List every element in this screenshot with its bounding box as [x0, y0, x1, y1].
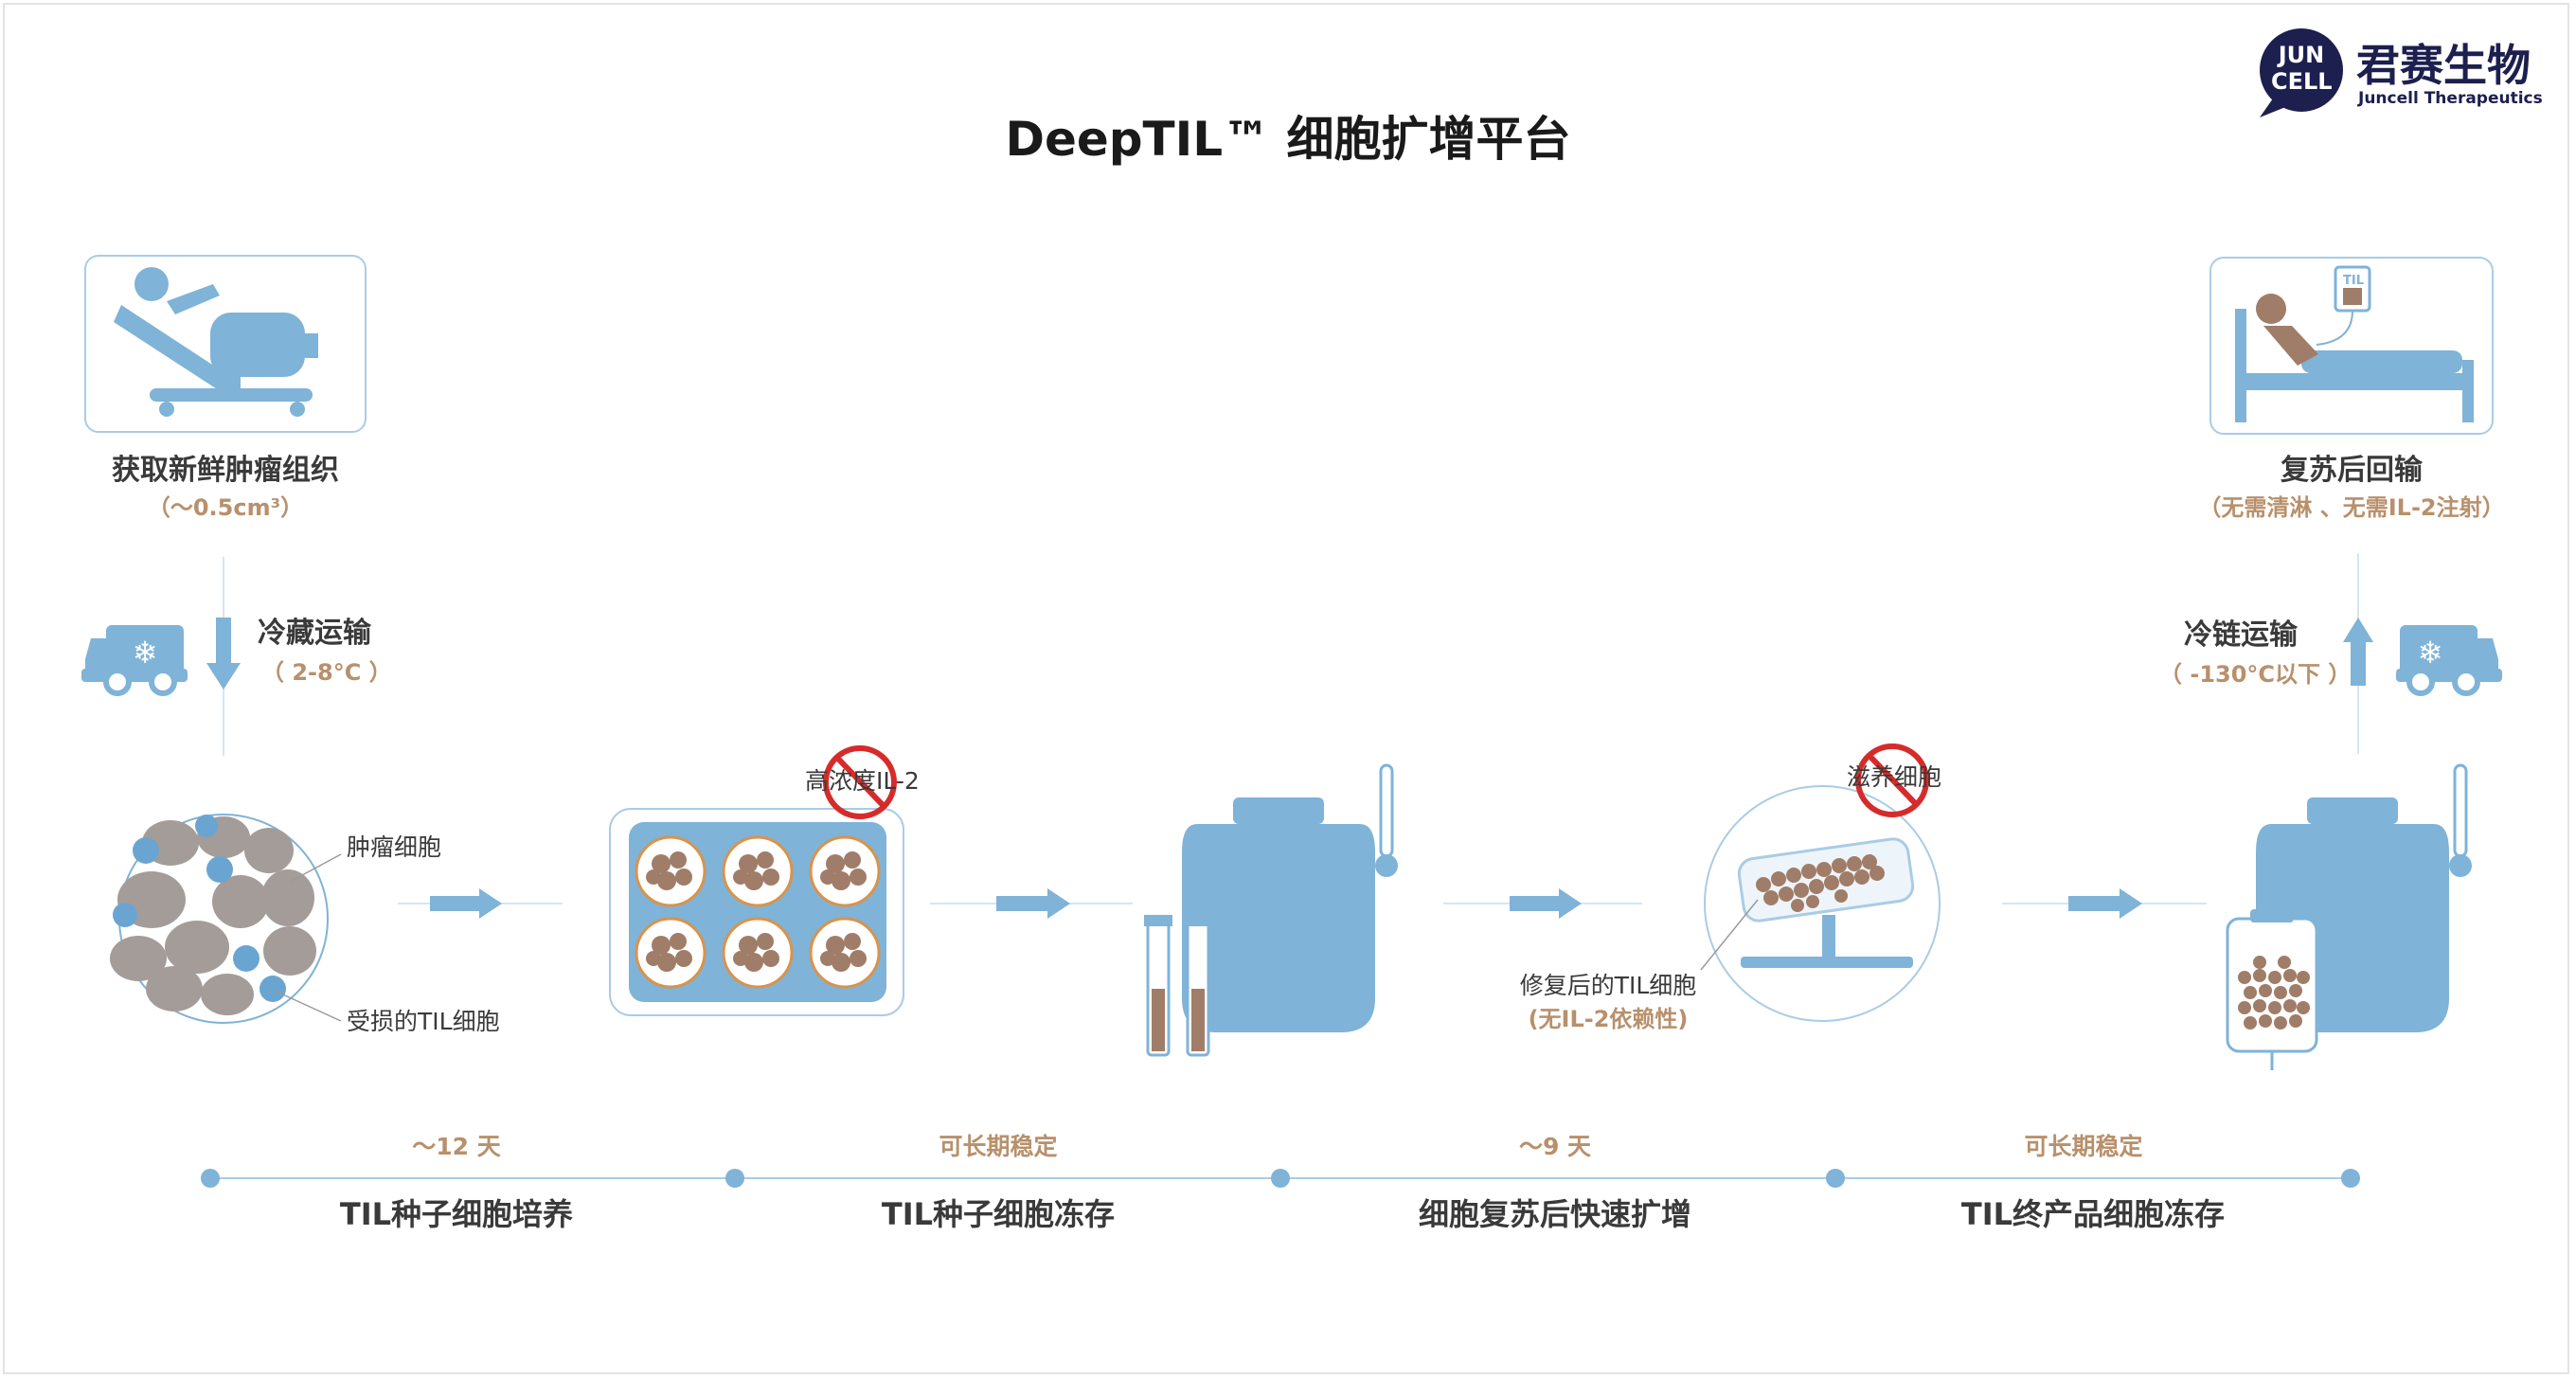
svg-text:❄: ❄ — [133, 635, 158, 671]
timeline-duration-4: 可长期稳定 — [2024, 1133, 2143, 1160]
timeline-duration-2: 可长期稳定 — [939, 1133, 1058, 1160]
infusion-sub: （无需清淋 、无需IL-2注射） — [2198, 494, 2505, 521]
brand-name-en: Juncell Therapeutics — [2358, 89, 2543, 108]
flow-arrow-icon — [1443, 888, 1642, 919]
repaired-til-sub: (无IL-2依赖性) — [1528, 1006, 1689, 1032]
high-il2-label: 高浓度IL-2 — [805, 767, 920, 795]
timeline-stage-4: TIL终产品细胞冻存 — [1960, 1196, 2226, 1232]
tumor-tissue-icon — [110, 814, 342, 1024]
acquire-sub: （～0.5cm³） — [147, 494, 304, 521]
down-arrow-icon — [206, 557, 241, 756]
prohibited-icon — [823, 745, 897, 819]
prohibited-icon — [1855, 743, 1929, 817]
cryo-tank-icon — [1144, 763, 1398, 1057]
culture-plate-icon — [609, 808, 904, 1016]
brand-logo-line1: JUN — [2278, 42, 2325, 68]
up-arrow-icon — [2343, 553, 2373, 754]
timeline-stage-3: 细胞复苏后快速扩增 — [1418, 1196, 1691, 1232]
cold-transport-sub: （ 2-8°C ） — [261, 659, 392, 686]
refrigerated-truck-icon: ❄ — [81, 625, 188, 696]
brand-name-cn: 君赛生物 — [2356, 40, 2531, 91]
infusion-bag-icon — [2226, 909, 2318, 1070]
surgery-icon — [84, 255, 367, 433]
flow-arrow-icon — [2002, 888, 2207, 919]
timeline — [201, 1169, 2360, 1188]
chain-transport-label: 冷链运输 — [2184, 618, 2298, 652]
refrigerated-truck-icon: ❄ — [2396, 625, 2502, 696]
repaired-til-label: 修复后的TIL细胞 — [1519, 972, 1697, 999]
flow-arrow-icon — [930, 888, 1133, 919]
flow-arrow-icon — [398, 888, 563, 919]
chain-transport-sub: （ -130°C以下 ） — [2159, 661, 2352, 688]
cold-transport-label: 冷藏运输 — [258, 617, 371, 650]
acquire-label: 获取新鲜肿瘤组织 — [112, 454, 339, 487]
brand-logo-badge — [2260, 28, 2343, 117]
brand-logo-line2: CELL — [2271, 68, 2333, 95]
timeline-duration-1: ～12 天 — [412, 1133, 501, 1160]
infusion-label: 复苏后回输 — [2281, 454, 2423, 487]
damaged-til-label: 受损的TIL细胞 — [347, 1008, 500, 1035]
page-title: DeepTIL™ 细胞扩增平台 — [1005, 112, 1571, 167]
bag-til-label: TIL — [2343, 274, 2364, 288]
timeline-stage-1: TIL种子细胞培养 — [339, 1196, 574, 1232]
expansion-stage-icon — [1700, 785, 1941, 1022]
tumor-cells-label: 肿瘤细胞 — [347, 833, 442, 861]
canvas-frame — [3, 3, 2569, 1374]
timeline-duration-3: ～9 天 — [1518, 1133, 1592, 1160]
timeline-stage-2: TIL种子细胞冻存 — [881, 1196, 1116, 1232]
patient-bed-icon — [2209, 257, 2494, 435]
svg-text:❄: ❄ — [2418, 635, 2443, 671]
feeder-cells-label: 滋养细胞 — [1847, 763, 1942, 791]
